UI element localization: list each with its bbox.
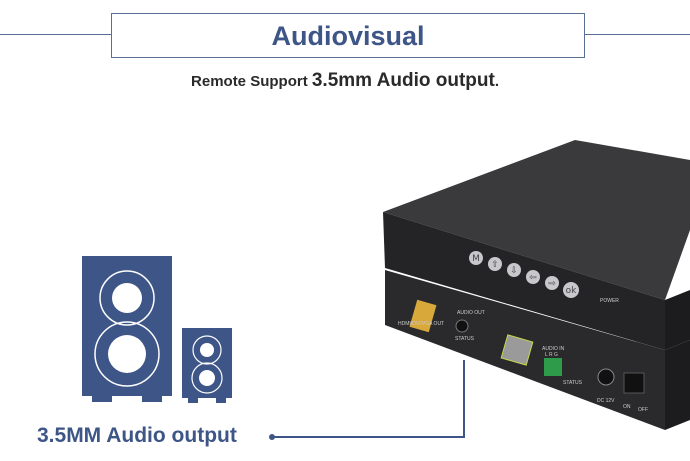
power-label: POWER [600,298,619,304]
dc-label: DC 12V [597,398,615,404]
header-line-left [0,34,111,35]
caption: 3.5MM Audio output [37,424,237,447]
right-button: ⇨ [548,279,556,289]
status-label: STATUS [455,336,475,342]
audio-in-pins: L R G [545,352,558,358]
header-line-right [585,34,690,35]
ok-button: ok [566,286,578,296]
on-label: ON [623,404,631,410]
device-image: HDMI/DVI/VGA OUT AUDIO OUT STATUS AUDIO … [383,140,690,430]
down-button: ⇩ [510,266,518,276]
status2-label: STATUS [563,380,583,386]
off-label: OFF [638,407,648,413]
connector-dot [269,434,275,440]
large-speaker-icon [82,256,172,402]
small-speaker-icon [182,328,232,403]
audio-out-label: AUDIO OUT [457,310,485,316]
connector-line [272,360,465,438]
video-out-label: HDMI/DVI/VGA OUT [398,321,444,327]
menu-button: M [472,254,480,264]
up-button: ⇧ [491,260,499,270]
left-button: ⇦ [529,273,537,283]
title-box: Audiovisual [111,13,585,58]
page-title: Audiovisual [271,21,425,51]
audio-in-label: AUDIO IN [542,346,565,352]
subtitle: Remote Support 3.5mm Audio output. [191,70,499,91]
